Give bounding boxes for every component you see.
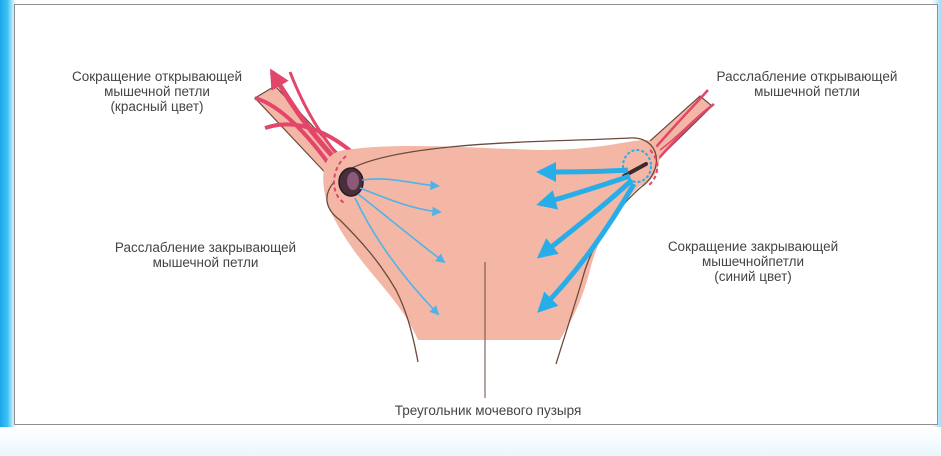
label-open-relax: Расслабление открывающей мышечной петли [693,69,921,99]
label-close-contract: Сокращение закрывающей мышечнойпетли (си… [646,239,860,284]
label-close-relax: Расслабление закрывающей мышечной петли [98,240,313,270]
label-open-contract: Сокращение открывающей мышечной петли (к… [52,69,262,114]
label-trigone: Треугольник мочевого пузыря [375,403,601,418]
